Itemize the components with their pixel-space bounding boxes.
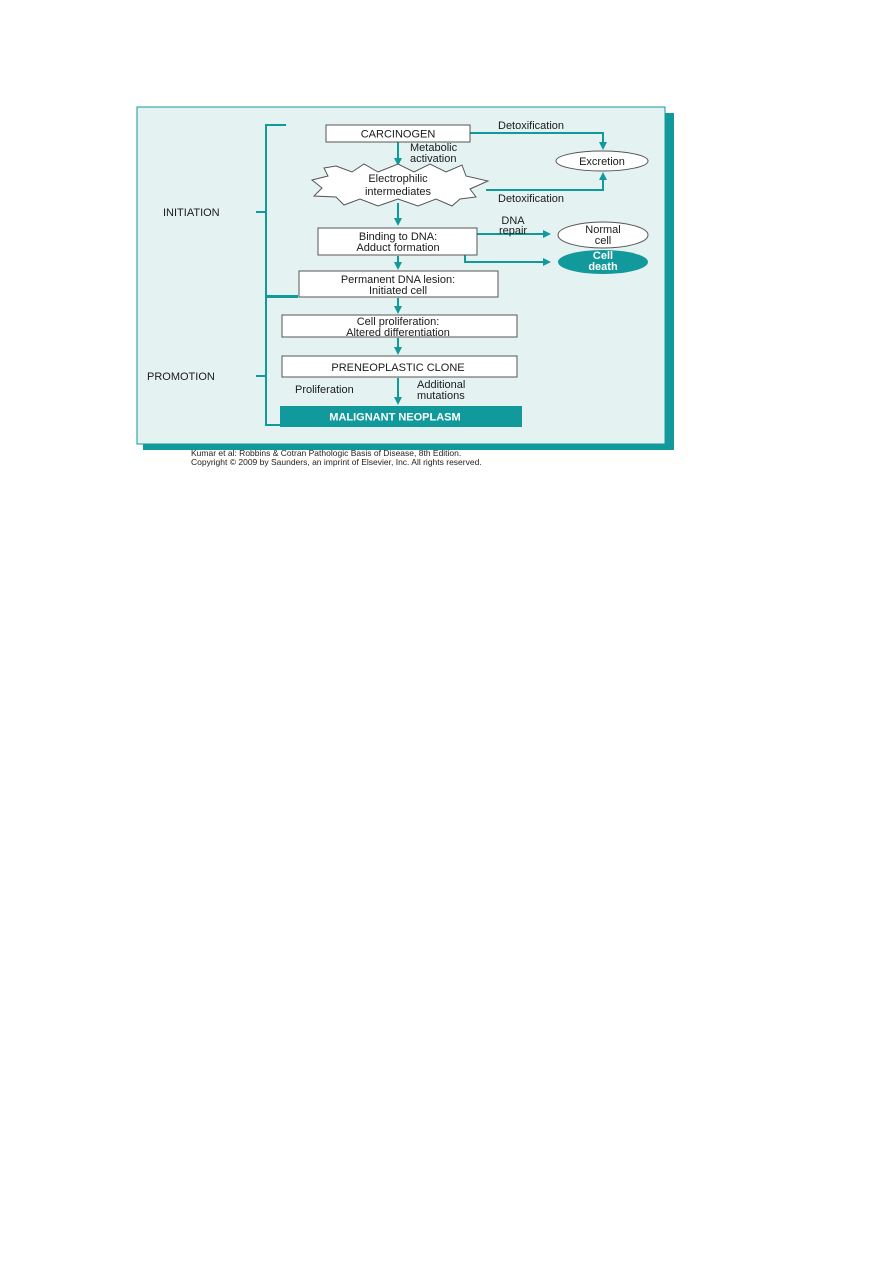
preneoplastic-clone-node: PRENEOPLASTIC CLONE	[281, 355, 518, 378]
additional-mutations-label: Additional	[417, 379, 465, 391]
svg-text:Cell proliferation:: Cell proliferation:	[357, 316, 440, 328]
svg-text:death: death	[588, 261, 618, 273]
svg-text:intermediates: intermediates	[365, 186, 432, 198]
dna-repair-label: DNA	[501, 215, 525, 227]
svg-text:Excretion: Excretion	[579, 156, 625, 168]
normal-cell-node: Normal cell	[557, 221, 649, 249]
svg-text:Cell: Cell	[593, 250, 613, 262]
svg-text:Normal: Normal	[585, 224, 620, 236]
promotion-bracket	[256, 296, 298, 426]
detoxification-label-bottom: Detoxification	[498, 193, 564, 205]
svg-text:Permanent DNA lesion:: Permanent DNA lesion:	[341, 274, 455, 286]
svg-text:MALIGNANT NEOPLASM: MALIGNANT NEOPLASM	[329, 412, 460, 424]
promotion-label: PROMOTION	[147, 371, 215, 383]
svg-text:cell: cell	[595, 235, 612, 247]
svg-text:PRENEOPLASTIC CLONE: PRENEOPLASTIC CLONE	[331, 362, 464, 374]
permanent-dna-lesion-node: Permanent DNA lesion: Initiated cell	[298, 270, 499, 298]
binding-dna-node: Binding to DNA: Adduct formation	[317, 227, 478, 256]
connectors	[394, 132, 607, 405]
cell-proliferation-node: Cell proliferation: Altered differentiat…	[281, 314, 518, 339]
svg-text:Altered differentiation: Altered differentiation	[346, 327, 450, 339]
svg-text:Adduct formation: Adduct formation	[356, 242, 439, 254]
dna-repair-label: repair	[499, 225, 527, 237]
source-credit: Kumar et al: Robbins & Cotran Pathologic…	[191, 448, 461, 458]
excretion-node: Excretion	[555, 150, 649, 172]
svg-text:Initiated cell: Initiated cell	[369, 285, 427, 297]
initiation-label: INITIATION	[163, 207, 220, 219]
copyright-credit: Copyright © 2009 by Saunders, an imprint…	[191, 457, 482, 467]
svg-text:CARCINOGEN: CARCINOGEN	[361, 129, 436, 141]
proliferation-label: Proliferation	[295, 384, 354, 396]
cell-death-node: Cell death	[558, 250, 648, 274]
metabolic-activation-label: activation	[410, 153, 456, 165]
malignant-neoplasm-node: MALIGNANT NEOPLASM	[280, 406, 522, 427]
additional-mutations-label: mutations	[417, 390, 465, 402]
detoxification-label-top: Detoxification	[498, 120, 564, 132]
svg-text:Electrophilic: Electrophilic	[368, 173, 428, 185]
metabolic-activation-label: Metabolic	[410, 142, 458, 154]
electrophilic-intermediates-node: Electrophilic intermediates	[310, 163, 490, 207]
svg-text:Binding to DNA:: Binding to DNA:	[359, 231, 437, 243]
carcinogen-node: CARCINOGEN	[325, 124, 471, 143]
